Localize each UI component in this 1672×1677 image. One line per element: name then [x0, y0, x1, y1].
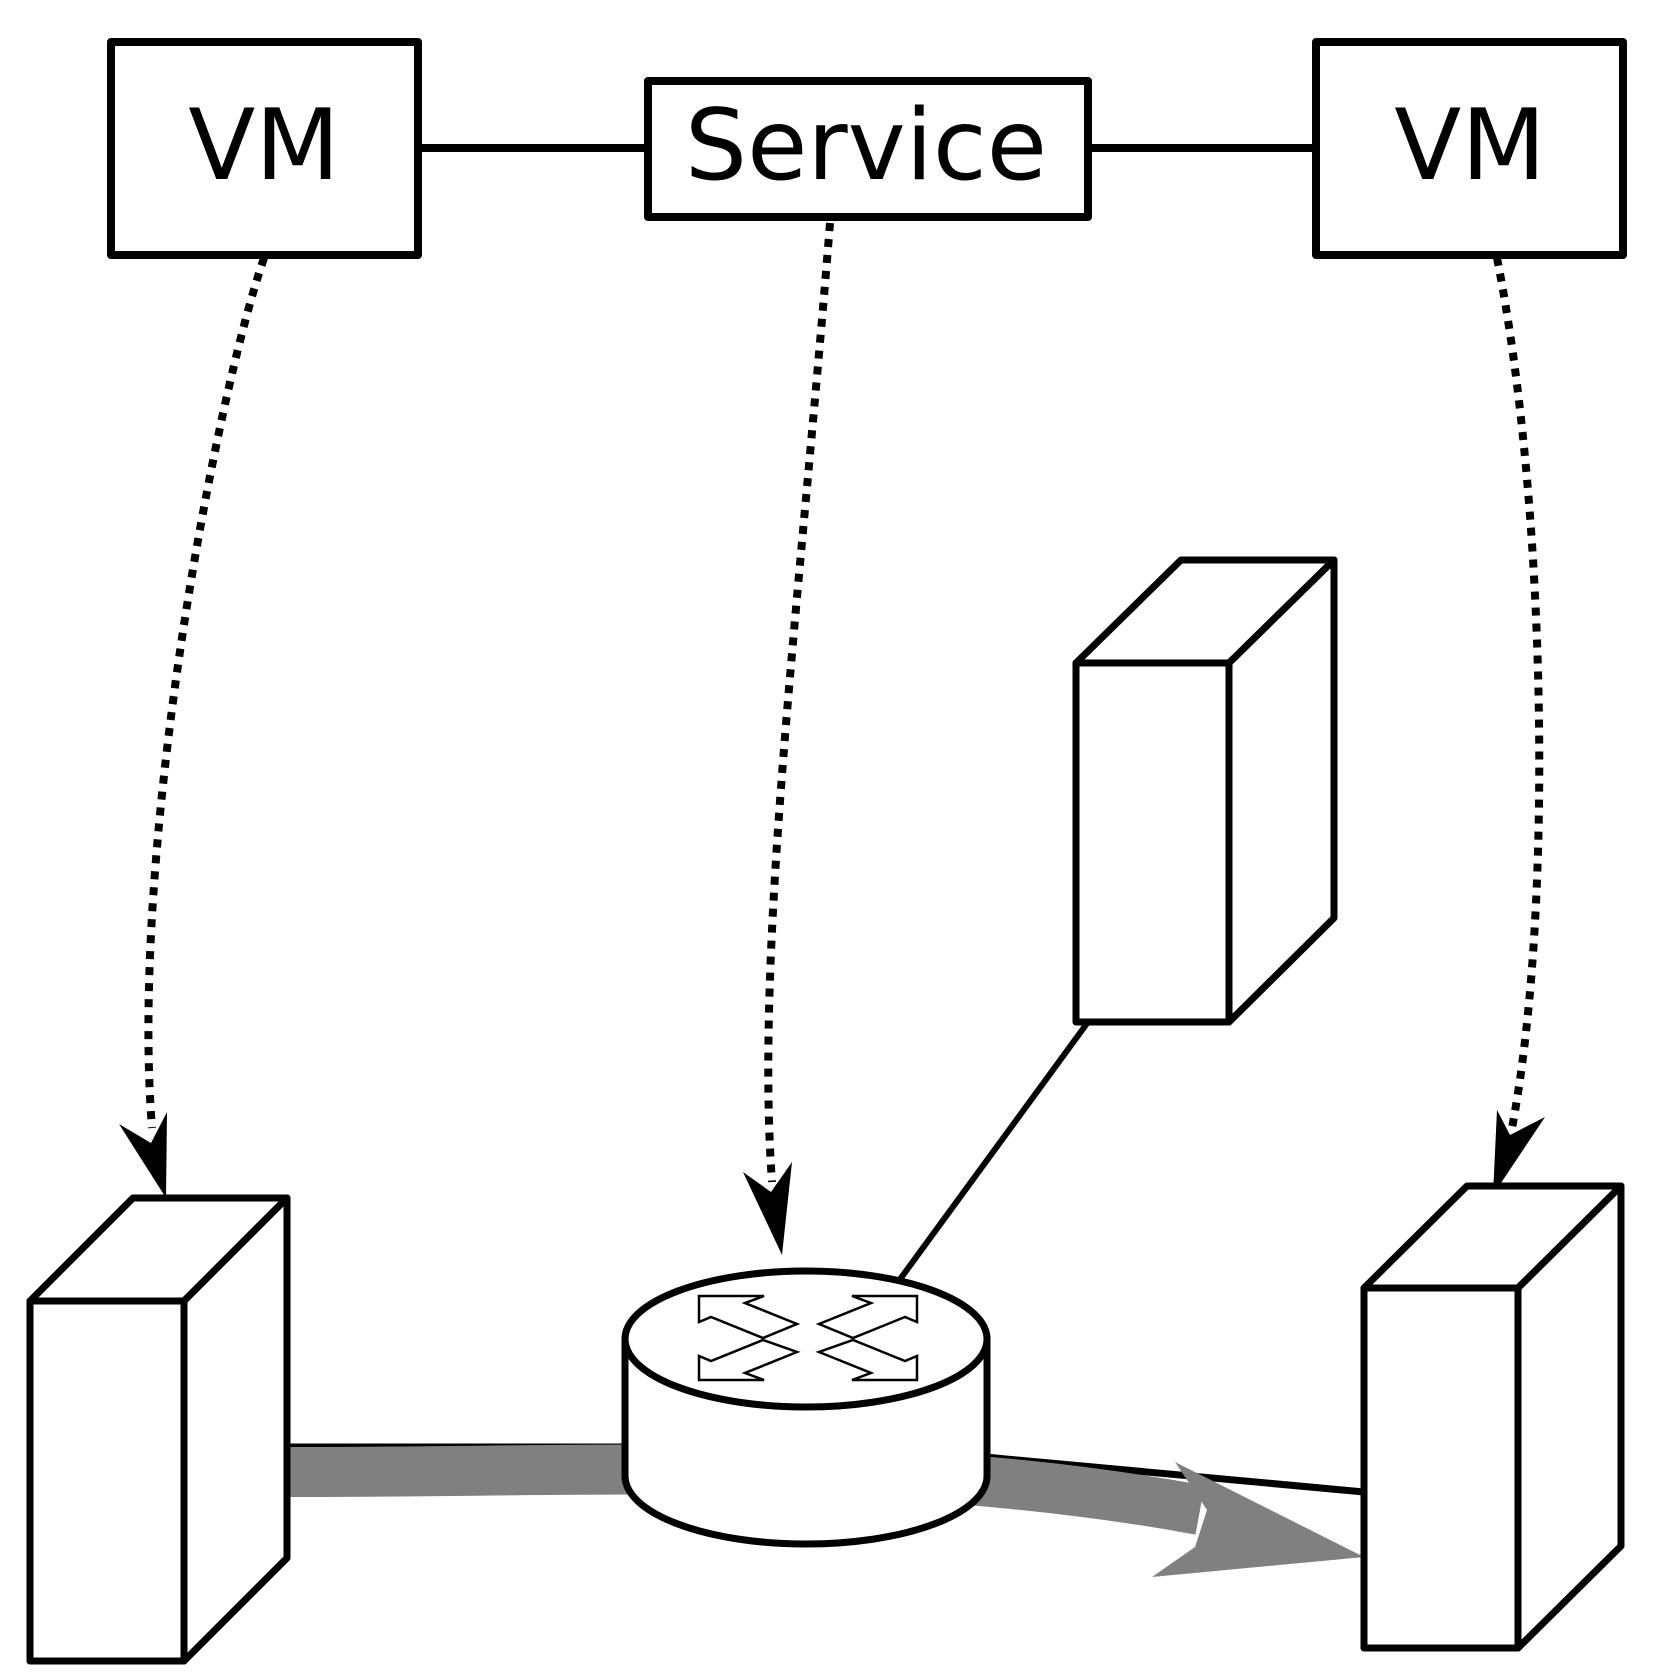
- service-label: Service: [685, 89, 1047, 203]
- mapping-arrow-service: [743, 222, 834, 1255]
- vm-right-box[interactable]: VM: [1312, 38, 1627, 259]
- router-arrows-icon: [697, 1294, 919, 1382]
- vm-left-label: VM: [188, 89, 340, 203]
- server-icon[interactable]: [1360, 1182, 1625, 1652]
- router-icon[interactable]: [621, 1267, 991, 1548]
- mapping-arrow-vm-left: [119, 256, 268, 1198]
- service-box[interactable]: Service: [644, 77, 1092, 221]
- server-icon[interactable]: [26, 1194, 291, 1665]
- link-top-server-router: [895, 1020, 1091, 1284]
- server-icon[interactable]: [1072, 556, 1338, 1026]
- vm-right-label: VM: [1394, 89, 1546, 203]
- vm-left-box[interactable]: VM: [107, 38, 422, 259]
- mapping-arrow-vm-right: [1493, 257, 1545, 1195]
